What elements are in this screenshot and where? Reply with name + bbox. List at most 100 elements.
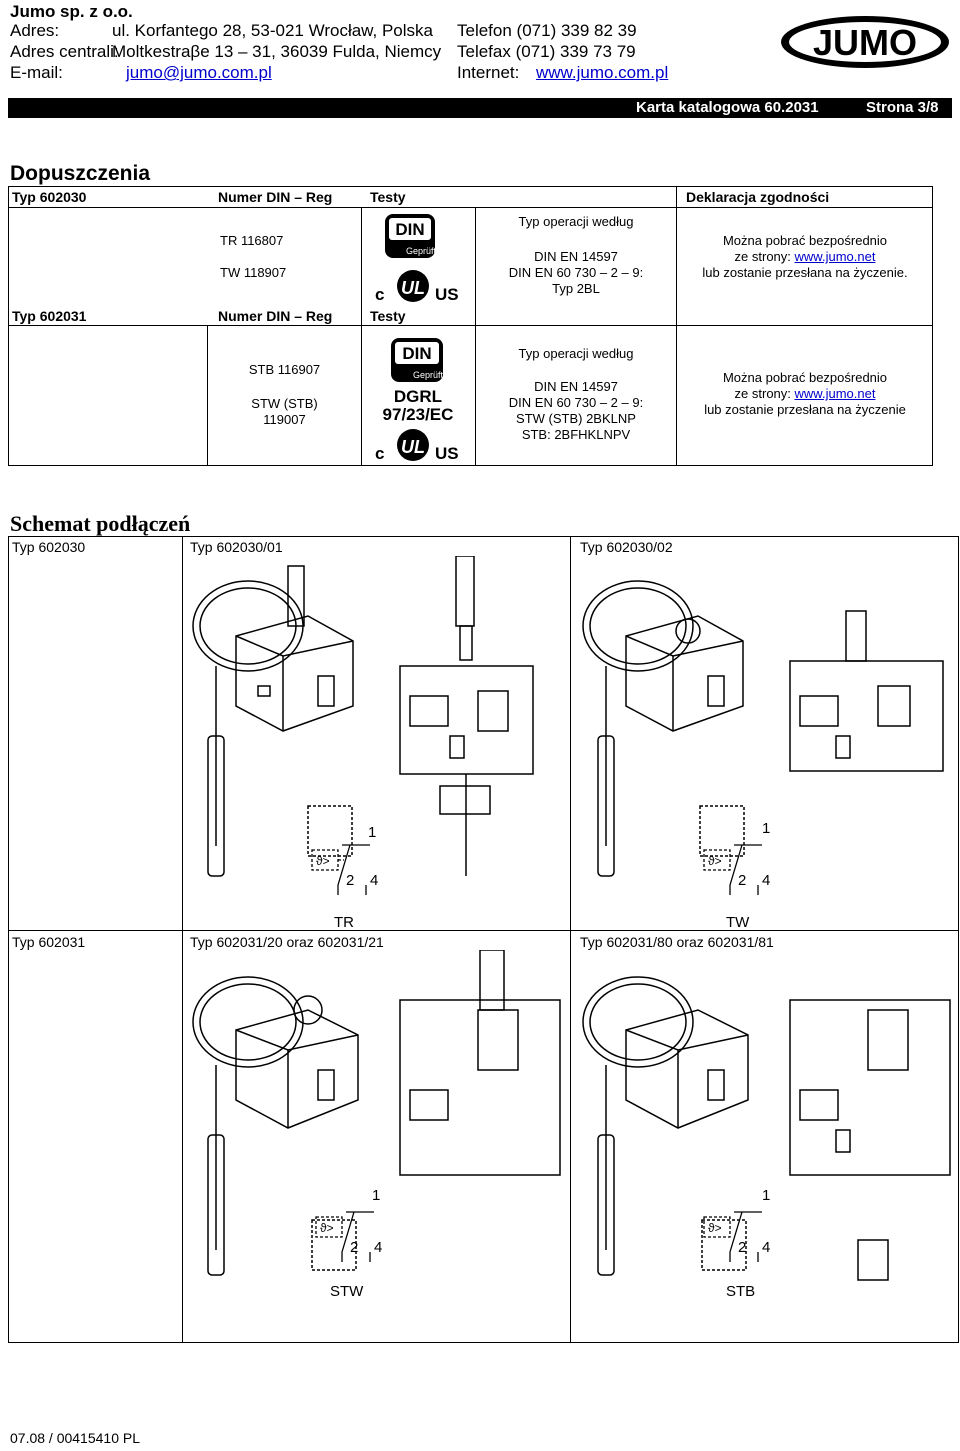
row2-din3: 119007 xyxy=(263,412,306,427)
row1-op-line2: DIN EN 14597 xyxy=(534,249,618,264)
row1-op-line3: DIN EN 60 730 – 2 – 9: xyxy=(508,265,644,280)
email-label: E-mail: xyxy=(10,63,63,82)
row2-decl-prefix: ze strony: xyxy=(734,386,795,401)
row2-op-line4: STW (STB) 2BKLNP xyxy=(516,411,636,426)
row2-decl-line1: Można pobrać bezpośrednio xyxy=(722,370,888,385)
internet-label: Internet: xyxy=(457,63,520,82)
row2-col-din: Numer DIN – Reg xyxy=(218,308,333,324)
svg-text:4: 4 xyxy=(762,1239,770,1256)
wiring-row1-fig1: Typ 602030/01 xyxy=(190,539,283,555)
symbol-tr: 1 2 4 ϑ> TR xyxy=(308,815,388,931)
footer-code: 07.08 / 00415410 PL xyxy=(10,1430,141,1446)
svg-text:1: 1 xyxy=(762,820,770,837)
phone: Telefon (071) 339 82 39 xyxy=(457,21,637,40)
row1-decl-line2: ze strony: www.jumo.net xyxy=(677,249,933,265)
svg-text:ϑ>: ϑ> xyxy=(316,854,330,868)
fax: Telefax (071) 339 73 79 xyxy=(457,42,636,61)
svg-text:2: 2 xyxy=(350,1239,358,1256)
svg-text:TR: TR xyxy=(334,914,354,930)
row2-op-line2: DIN EN 14597 xyxy=(534,379,618,394)
svg-text:Geprüft: Geprüft xyxy=(413,370,444,380)
hq-label: Adres centrali: xyxy=(10,42,119,61)
email-link[interactable]: jumo@jumo.com.pl xyxy=(126,63,272,82)
row1-op-line4: Typ 2BL xyxy=(552,281,600,296)
symbol-tw: 1 2 4 ϑ> TW xyxy=(700,815,780,931)
din-logo-2: DIN Geprüft xyxy=(373,336,463,386)
row2-op-line3: DIN EN 60 730 – 2 – 9: xyxy=(508,395,644,410)
wiring-row1-type: Typ 602030 xyxy=(12,539,86,555)
svg-text:US: US xyxy=(435,444,459,463)
svg-text:ϑ>: ϑ> xyxy=(708,854,722,868)
row1-op-line1: Typ operacji według xyxy=(518,214,634,229)
svg-text:ϑ>: ϑ> xyxy=(708,1221,722,1235)
col-decl-header: Deklaracja zgodności xyxy=(686,189,830,205)
thermostat-drawing-602031-80 xyxy=(578,950,956,1340)
ul-logo-2: c UL US xyxy=(373,425,463,463)
address-label: Adres: xyxy=(10,21,60,40)
svg-text:STB: STB xyxy=(726,1283,755,1300)
catalog-bar: Karta katalogowa 60.2031 Strona 3/8 xyxy=(8,98,952,118)
row2-din2: STW (STB) xyxy=(251,396,318,411)
row2-op-line5: STB: 2BFHKLNPV xyxy=(521,427,631,442)
wiring-table xyxy=(8,536,959,1343)
svg-text:2: 2 xyxy=(346,872,354,889)
row1-decl-line3: lub zostanie przesłana na życzenie. xyxy=(702,265,908,280)
jumo-logo: JUMO xyxy=(778,14,952,70)
svg-text:DGRL: DGRL xyxy=(394,387,442,406)
svg-text:UL: UL xyxy=(401,437,425,457)
svg-text:2: 2 xyxy=(738,872,746,889)
svg-text:97/23/EC: 97/23/EC xyxy=(383,405,454,424)
svg-text:4: 4 xyxy=(374,1239,382,1256)
row1-decl-line1: Można pobrać bezpośrednio xyxy=(722,233,888,248)
svg-text:STW: STW xyxy=(330,1283,364,1300)
thermostat-drawing-602030-01 xyxy=(188,555,566,928)
svg-text:4: 4 xyxy=(762,872,770,889)
row1-din1: TR 116807 xyxy=(220,233,284,248)
svg-text:UL: UL xyxy=(401,278,425,298)
catalog-number: Karta katalogowa 60.2031 xyxy=(636,99,819,116)
svg-text:1: 1 xyxy=(368,824,376,841)
svg-text:DIN: DIN xyxy=(395,220,424,239)
row1-decl-prefix: ze strony: xyxy=(734,249,795,264)
row2-decl-line2: ze strony: www.jumo.net xyxy=(677,386,933,402)
thermostat-drawing-602031-20 xyxy=(188,949,566,1340)
col-din-header: Numer DIN – Reg xyxy=(218,189,333,205)
row2-col-tests: Testy xyxy=(370,308,406,324)
row2-type: Typ 602031 xyxy=(12,308,87,324)
svg-text:c: c xyxy=(375,285,384,304)
svg-text:TW: TW xyxy=(726,914,750,930)
row2-decl-line3: lub zostanie przesłana na życzenie xyxy=(704,402,906,417)
svg-text:JUMO: JUMO xyxy=(813,22,917,63)
din-logo: DIN Geprüft xyxy=(373,212,463,262)
wiring-row2-fig2: Typ 602031/80 oraz 602031/81 xyxy=(580,934,774,950)
svg-text:1: 1 xyxy=(372,1187,380,1204)
company-name: Jumo sp. z o.o. xyxy=(10,2,133,21)
approvals-table xyxy=(0,0,960,470)
svg-text:DIN: DIN xyxy=(402,344,431,363)
wiring-row2-fig1: Typ 602031/20 oraz 602031/21 xyxy=(190,934,384,950)
svg-text:c: c xyxy=(375,444,384,463)
symbol-stb: 1 2 4 ϑ> STB xyxy=(700,1182,780,1302)
row1-decl-link[interactable]: www.jumo.net xyxy=(794,249,876,264)
dgrl-logo: DGRL 97/23/EC xyxy=(372,386,464,424)
symbol-stw: 1 2 4 ϑ> STW xyxy=(312,1182,392,1302)
thermostat-drawing-602030-02 xyxy=(578,556,956,928)
internet-link[interactable]: www.jumo.com.pl xyxy=(536,63,669,82)
svg-text:Geprüft: Geprüft xyxy=(406,246,437,256)
svg-text:4: 4 xyxy=(370,872,378,889)
svg-text:US: US xyxy=(435,285,459,304)
address-value: ul. Korfantego 28, 53-021 Wrocław, Polsk… xyxy=(112,21,433,40)
wiring-row1-fig2: Typ 602030/02 xyxy=(580,539,673,555)
row2-op-line1: Typ operacji według xyxy=(518,346,634,361)
row2-decl-link[interactable]: www.jumo.net xyxy=(794,386,876,401)
row2-din1: STB 116907 xyxy=(248,362,321,377)
row1-type: Typ 602030 xyxy=(12,189,87,205)
hq-value: Moltkestraβe 13 – 31, 36039 Fulda, Niemc… xyxy=(112,42,442,61)
svg-text:2: 2 xyxy=(738,1239,746,1256)
svg-text:ϑ>: ϑ> xyxy=(320,1221,334,1235)
row1-din2: TW 118907 xyxy=(220,265,287,280)
ul-logo: c UL US xyxy=(373,266,463,304)
page-number: Strona 3/8 xyxy=(866,99,939,116)
col-tests-header: Testy xyxy=(370,189,406,205)
approvals-title: Dopuszczenia xyxy=(10,162,151,185)
